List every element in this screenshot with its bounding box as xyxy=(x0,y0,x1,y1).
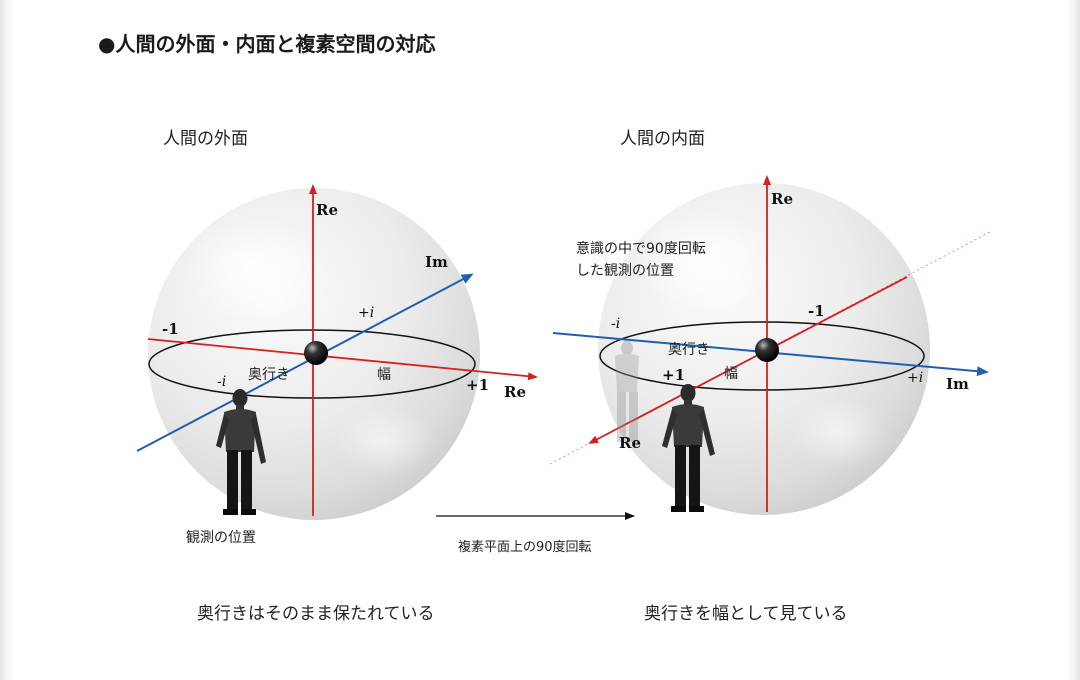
right-plus-i-label: +i xyxy=(907,370,924,386)
right-depth-label: 奥行き xyxy=(668,342,710,358)
right-real-axis-diagonal xyxy=(588,276,908,444)
right-origin-ball xyxy=(755,338,779,362)
left-subtitle: 人間の外面 xyxy=(163,129,248,149)
right-page-edge xyxy=(1066,0,1080,680)
right-plus-one-label: +1 xyxy=(662,366,686,384)
left-re-right-label: Re xyxy=(504,383,527,401)
left-sphere-group xyxy=(136,184,538,520)
page-title: ●人間の外面・内面と複素空間の対応 xyxy=(98,32,436,56)
left-observer-figure xyxy=(216,389,266,515)
right-width-label: 幅 xyxy=(724,366,738,382)
left-minus-one-label: -1 xyxy=(162,320,179,338)
right-caption: 奥行きを幅として見ている xyxy=(644,604,848,624)
right-re-top-label: Re xyxy=(771,190,794,208)
left-width-label: 幅 xyxy=(377,367,391,383)
left-imaginary-axis xyxy=(136,273,474,452)
left-observer-label: 観測の位置 xyxy=(186,530,256,546)
left-page-edge xyxy=(0,0,14,680)
left-re-top-label: Re xyxy=(316,201,339,219)
right-observer-figure xyxy=(662,384,715,512)
right-complex-plane-ellipse xyxy=(599,321,925,391)
right-sphere-group xyxy=(549,175,991,515)
left-complex-plane-ellipse xyxy=(148,329,476,399)
left-minus-i-label: -i xyxy=(217,374,227,390)
right-im-label: Im xyxy=(946,375,969,393)
right-minus-one-label: -1 xyxy=(808,302,825,320)
left-caption: 奥行きはそのまま保たれている xyxy=(197,604,435,624)
left-depth-label: 奥行き xyxy=(248,367,290,383)
right-observer-note: 意識の中で90度回転した観測の位置 xyxy=(576,241,706,279)
left-plus-i-label: +i xyxy=(358,305,375,321)
right-ghost-observer-figure xyxy=(615,340,639,442)
left-plus-one-label: +1 xyxy=(466,376,490,394)
right-re-bottom-label: Re xyxy=(619,434,642,452)
right-minus-i-label: -i xyxy=(611,316,621,332)
left-real-axis-horizontal xyxy=(147,338,538,381)
right-subtitle: 人間の内面 xyxy=(620,129,705,149)
transition-label: 複素平面上の90度回転 xyxy=(458,540,592,555)
left-im-label: Im xyxy=(425,253,448,271)
left-origin-ball xyxy=(304,341,328,365)
